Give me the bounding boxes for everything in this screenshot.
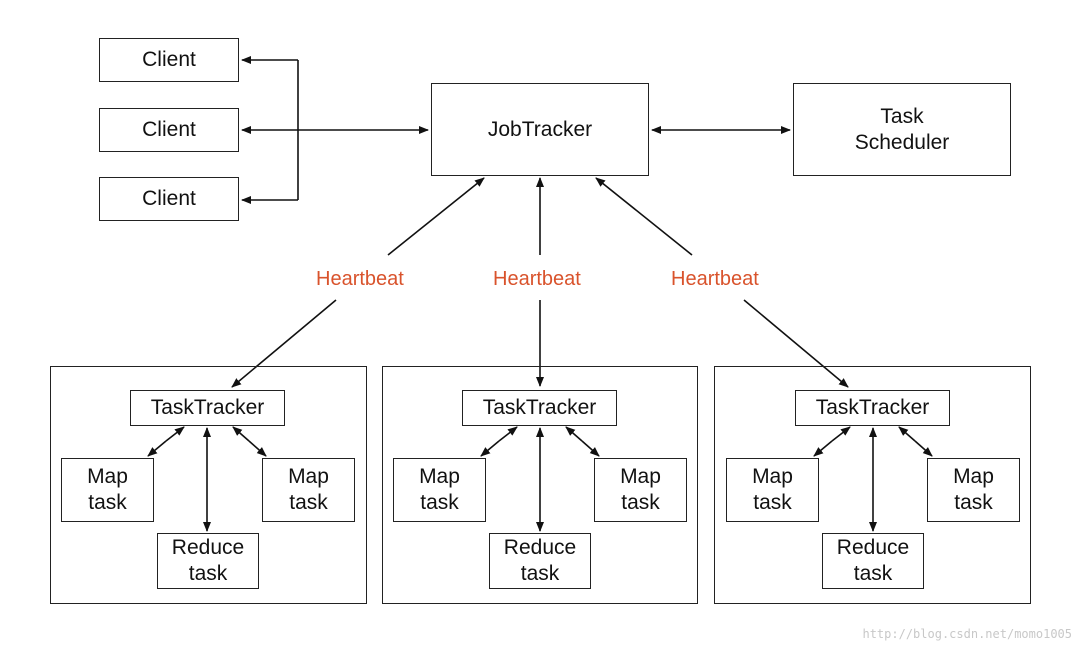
client-box-3: Client	[99, 177, 239, 221]
map-task-line-1: Map	[419, 465, 460, 488]
heartbeat-arrow-down-3	[743, 299, 849, 388]
tasktracker-label: TaskTracker	[815, 396, 930, 419]
tasktracker-box: TaskTracker	[130, 390, 285, 426]
map-task-line-2: task	[954, 491, 993, 514]
client-label: Client	[142, 187, 196, 210]
reduce-task-box: Reduce task	[157, 533, 259, 589]
tasktracker-group-1	[50, 366, 367, 604]
tasktracker-group-2	[382, 366, 698, 604]
heartbeat-arrow-up-3	[595, 177, 693, 256]
client-box-1: Client	[99, 38, 239, 82]
heartbeat-label-2: Heartbeat	[493, 268, 581, 290]
tasktracker-box: TaskTracker	[462, 390, 617, 426]
heartbeat-arrow-down-1	[231, 299, 337, 388]
tasktracker-label: TaskTracker	[482, 396, 597, 419]
map-task-line-2: task	[420, 491, 459, 514]
map-task-line-1: Map	[620, 465, 661, 488]
reduce-task-line-1: Reduce	[836, 536, 910, 559]
task-scheduler-box: Task Scheduler	[793, 83, 1011, 176]
group-1-arrows	[147, 426, 267, 532]
reduce-task-box: Reduce task	[822, 533, 924, 589]
heartbeat-label-3: Heartbeat	[671, 268, 759, 290]
map-task-box-left: Map task	[61, 458, 154, 522]
task-scheduler-line-1: Task	[880, 104, 924, 128]
tasktracker-label: TaskTracker	[150, 396, 265, 419]
map-task-box-right: Map task	[594, 458, 687, 522]
client-label: Client	[142, 48, 196, 71]
map-task-line-1: Map	[953, 465, 994, 488]
reduce-task-line-1: Reduce	[503, 536, 577, 559]
map-task-line-2: task	[753, 491, 792, 514]
reduce-task-line-2: task	[853, 562, 893, 585]
map-task-line-2: task	[289, 491, 328, 514]
tasktracker-box: TaskTracker	[795, 390, 950, 426]
heartbeat-label-1: Heartbeat	[316, 268, 404, 290]
map-task-box-left: Map task	[393, 458, 486, 522]
client-box-2: Client	[99, 108, 239, 152]
client-bracket	[241, 56, 429, 204]
group-2-arrows	[480, 426, 600, 532]
tasktracker-group-3	[714, 366, 1031, 604]
map-task-line-2: task	[621, 491, 660, 514]
task-scheduler-line-2: Scheduler	[854, 130, 950, 154]
client-label: Client	[142, 118, 196, 141]
map-task-box-left: Map task	[726, 458, 819, 522]
map-task-line-1: Map	[87, 465, 128, 488]
watermark: http://blog.csdn.net/momo1005	[862, 627, 1072, 641]
reduce-task-line-2: task	[188, 562, 228, 585]
map-task-line-2: task	[88, 491, 127, 514]
map-task-line-1: Map	[288, 465, 329, 488]
map-task-box-right: Map task	[262, 458, 355, 522]
reduce-task-line-1: Reduce	[171, 536, 245, 559]
map-task-box-right: Map task	[927, 458, 1020, 522]
heartbeat-arrow-up-1	[387, 177, 485, 256]
group-3-arrows	[813, 426, 933, 532]
jobtracker-box: JobTracker	[431, 83, 649, 176]
reduce-task-box: Reduce task	[489, 533, 591, 589]
reduce-task-line-2: task	[520, 562, 560, 585]
map-task-line-1: Map	[752, 465, 793, 488]
jobtracker-label: JobTracker	[487, 117, 593, 141]
